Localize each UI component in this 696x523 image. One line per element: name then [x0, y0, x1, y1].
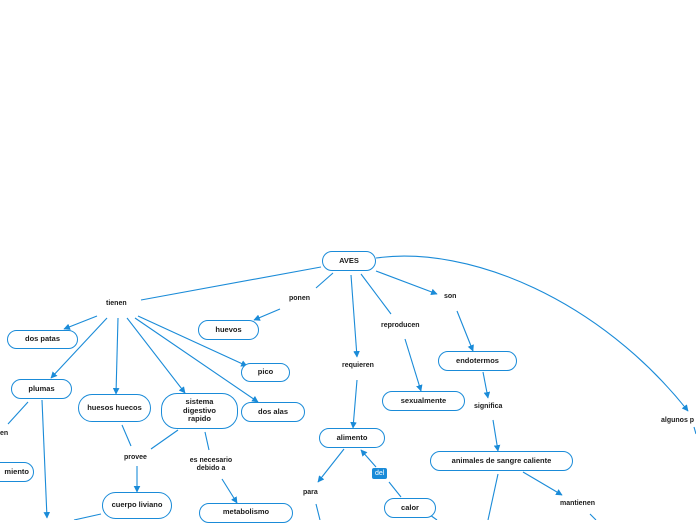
concept-cuerpo-liviano[interactable]: cuerpo liviano	[102, 492, 172, 519]
concept-huesos-huecos[interactable]: huesos huecos	[78, 394, 151, 422]
link-para: para	[303, 489, 318, 496]
link-mantienen: mantienen	[560, 500, 596, 507]
link-son: son	[444, 293, 457, 300]
link-es-necesario: es necesario debido a	[189, 457, 233, 473]
concept-dos-patas[interactable]: dos patas	[7, 330, 78, 349]
concept-aves[interactable]: AVES	[322, 251, 376, 271]
tag-del[interactable]: del	[372, 468, 388, 479]
link-en: en	[0, 430, 9, 437]
link-provee: provee	[124, 454, 147, 461]
link-significa: significa	[474, 403, 503, 410]
link-ponen: ponen	[289, 295, 310, 302]
concept-sistema-digestivo[interactable]: sistema digestivo rapido	[161, 393, 238, 429]
concept-pico[interactable]: pico	[241, 363, 290, 382]
concept-plumas[interactable]: plumas	[11, 379, 72, 399]
concept-animales-sangre-caliente[interactable]: animales de sangre caliente	[430, 451, 573, 471]
concept-dos-alas[interactable]: dos alas	[241, 402, 305, 422]
link-tienen: tienen	[106, 300, 127, 307]
link-algunos: algunos p	[661, 417, 695, 424]
link-reproducen: reproducen	[381, 322, 420, 329]
concept-endotermos[interactable]: endotermos	[438, 351, 517, 371]
link-requieren: requieren	[342, 362, 374, 369]
concept-metabolismo[interactable]: metabolismo	[199, 503, 293, 523]
concept-miento[interactable]: miento	[0, 462, 34, 482]
concept-alimento[interactable]: alimento	[319, 428, 385, 448]
concept-calor[interactable]: calor	[384, 498, 436, 518]
concept-huevos[interactable]: huevos	[198, 320, 259, 340]
concept-sexualmente[interactable]: sexualmente	[382, 391, 465, 411]
